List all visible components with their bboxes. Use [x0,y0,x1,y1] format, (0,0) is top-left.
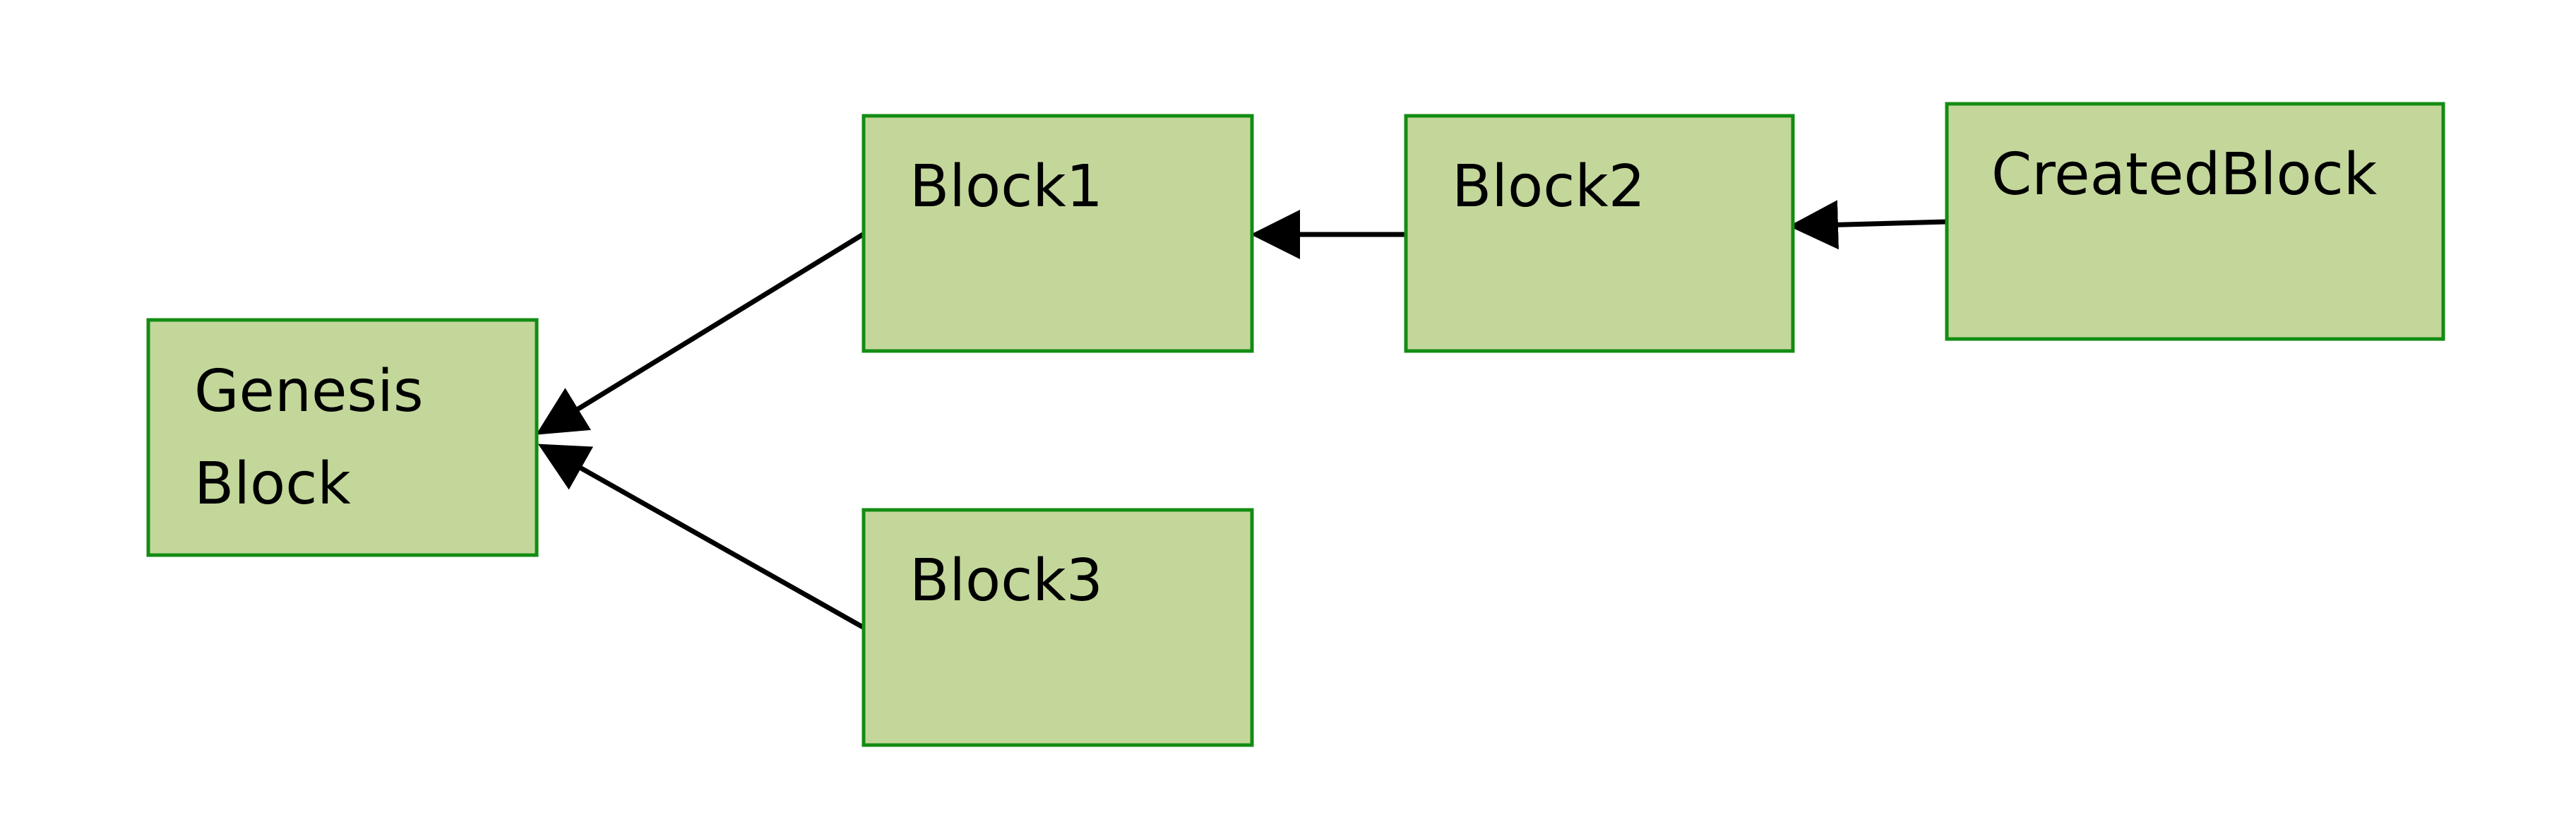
block3: Block3 [861,508,1254,747]
edge-block1-to-genesis [536,232,864,435]
block2: Block2 [1404,114,1795,353]
block1-label: Block1 [910,153,1103,220]
genesis-block-label-line2: Block [194,451,351,518]
block3-label: Block3 [910,547,1103,614]
block1: Block1 [861,114,1254,353]
edge-block3-to-genesis [537,444,864,630]
edge-createdblock-to-block2 [1789,200,1947,250]
genesis-block: Genesis Block [146,318,539,557]
genesis-block-label-line1: Genesis [194,358,424,425]
block2-label: Block2 [1452,153,1645,220]
created-block: CreatedBlock [1945,102,2445,341]
created-block-label: CreatedBlock [1991,141,2378,208]
